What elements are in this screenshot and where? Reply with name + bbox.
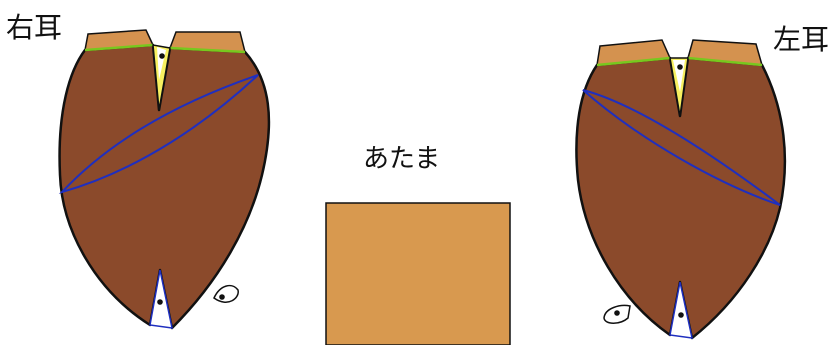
left-ear-top-dot: [677, 64, 683, 70]
right-ear-body: [58, 43, 271, 330]
right-ear-bottom-dot: [157, 299, 163, 305]
left-ear-label: 左耳: [773, 23, 830, 56]
left-ear-piece: [575, 39, 787, 340]
left-ear-side-dot: [614, 310, 620, 316]
left-ear-seam-left: [596, 56, 671, 67]
right-ear-label: 右耳: [6, 11, 63, 44]
left-ear-bottom-slit: [669, 281, 693, 339]
right-ear-seam-left: [84, 43, 154, 52]
left-ear-bottom-dot: [678, 312, 684, 318]
right-ear-top-slit: [152, 44, 171, 111]
head-piece: [325, 202, 511, 345]
right-ear-side-dot: [219, 294, 225, 300]
right-ear-piece: [58, 29, 271, 330]
right-ear-top-dot: [159, 53, 165, 59]
right-ear-side-tab: [213, 284, 239, 303]
left-ear-fold-line: [582, 89, 781, 206]
right-ear-seam-right: [169, 46, 246, 54]
right-ear-bottom-slit: [149, 269, 173, 329]
head-label: あたま: [363, 144, 441, 174]
left-ear-seam-right: [687, 56, 763, 67]
right-ear-fold-line: [58, 74, 259, 194]
